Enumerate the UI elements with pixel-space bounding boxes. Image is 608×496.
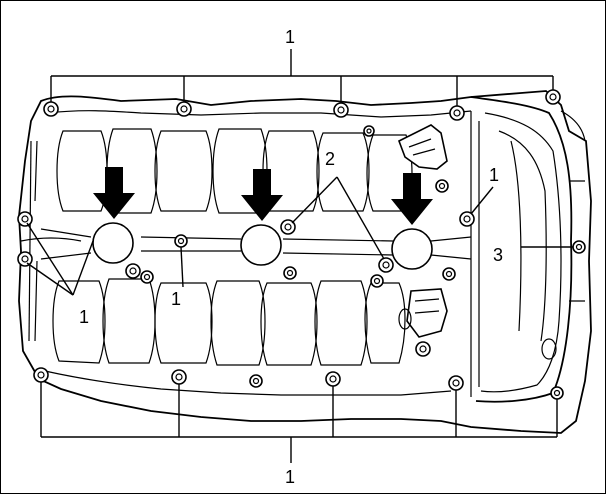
bolt-icon — [370, 274, 384, 288]
bolt-icon — [17, 251, 33, 267]
arrow-down-icon — [391, 173, 433, 225]
callout-right-1: 1 — [489, 165, 499, 185]
bolt-icon — [174, 234, 188, 248]
bolt-icon — [545, 89, 561, 105]
callout-top-1: 1 — [285, 27, 295, 47]
bolt-icon — [442, 267, 456, 281]
bolt-icon — [43, 101, 59, 117]
bolt-heads — [17, 89, 586, 400]
bolt-icon — [449, 105, 465, 121]
bolt-icon — [280, 219, 296, 235]
bolt-icon — [249, 374, 263, 388]
callout-bottom-1: 1 — [285, 467, 295, 487]
callout-center-left-1: 1 — [171, 289, 181, 309]
bore-1 — [92, 222, 134, 264]
bottom-bolt-bracket — [40, 377, 558, 463]
callout-left-1: 1 — [79, 307, 89, 327]
bore-openings — [92, 222, 433, 270]
leader-lines — [26, 176, 573, 296]
bolt-icon — [325, 371, 341, 387]
bolt-icon — [333, 102, 349, 118]
upper-sensor — [397, 124, 449, 193]
bolt-icon — [459, 211, 475, 227]
bolt-icon — [171, 369, 187, 385]
bore-2 — [240, 224, 282, 266]
callout-3: 3 — [493, 245, 503, 265]
bolt-icon — [140, 270, 154, 284]
bolt-icon — [550, 386, 564, 400]
bolt-icon — [378, 257, 394, 273]
bolt-icon — [448, 375, 464, 391]
bolt-icon — [283, 266, 297, 280]
bolt-icon — [125, 263, 141, 279]
callout-labels: 1 1 1 1 1 2 3 — [79, 27, 503, 487]
bolt-icon — [363, 125, 375, 137]
top-bolt-bracket — [50, 49, 554, 108]
lower-sensor — [398, 288, 448, 357]
lower-cylinder-lobes — [52, 278, 406, 366]
direction-arrows — [93, 167, 433, 225]
timing-cover — [470, 96, 586, 403]
bolt-icon — [17, 211, 33, 227]
bore-3 — [391, 228, 433, 270]
center-rail — [20, 228, 472, 260]
block-outline — [18, 90, 592, 434]
bolt-icon — [33, 367, 49, 383]
callout-2: 2 — [325, 149, 335, 169]
bolt-icon — [572, 240, 586, 254]
arrow-down-icon — [93, 167, 135, 219]
arrow-down-icon — [241, 169, 283, 221]
bolt-icon — [176, 101, 192, 117]
